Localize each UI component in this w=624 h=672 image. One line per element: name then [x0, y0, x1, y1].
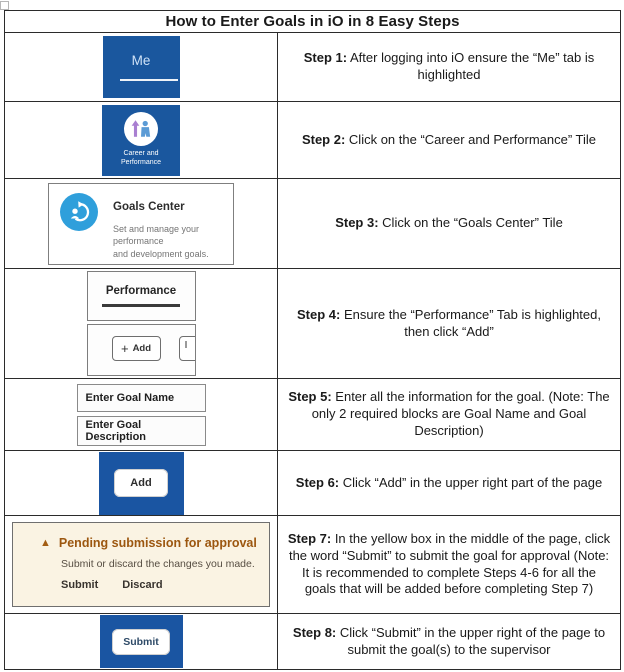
step-5-text: Enter all the information for the goal. … — [311, 389, 610, 438]
step-7-label: Step 7: — [287, 530, 332, 546]
step-6-label: Step 6: — [295, 474, 340, 490]
screenshot-cell-goal-fields: Enter Goal Name Enter Goal Description — [5, 379, 278, 450]
person-cycle-icon — [70, 200, 90, 221]
screenshot-cell-add-button: Add — [5, 451, 278, 515]
screenshot-cell-me-tab: Me — [5, 33, 278, 101]
pending-approval-body: Submit or discard the changes you made. — [61, 558, 255, 570]
plus-icon: + — [120, 341, 129, 356]
screenshot-cell-submit-button: Submit — [5, 614, 278, 669]
step-8-instruction: Step 8: Click “Submit” in the upper righ… — [278, 614, 620, 669]
step-2-text: Click on the “Career and Performance” Ti… — [348, 131, 597, 147]
screenshot-cell-career-tile: Career and Performance — [5, 102, 278, 178]
screenshot-cell-goals-center: Goals Center Set and manage your perform… — [5, 179, 278, 268]
table-row-step-8: Submit Step 8: Click “Submit” in the upp… — [5, 613, 620, 669]
add-button-tile: Add — [98, 451, 184, 515]
screenshot-cell-pending-box: ▲ Pending submission for approval Submit… — [5, 516, 278, 613]
performance-tab-highlight-underline — [102, 304, 180, 307]
step-7-instruction: Step 7: In the yellow box in the middle … — [278, 516, 620, 613]
add-toolbar-box: + Add — [86, 324, 196, 376]
how-to-table: How to Enter Goals in iO in 8 Easy Steps… — [4, 10, 621, 670]
goals-center-description-line2: and development goals. — [113, 248, 209, 259]
step-5-instruction: Step 5: Enter all the information for th… — [278, 379, 620, 450]
goals-center-card: Goals Center Set and manage your perform… — [48, 182, 234, 265]
table-row-step-2: Career and Performance Step 2: Click on … — [5, 101, 620, 178]
career-performance-label: Career and Performance — [120, 150, 162, 166]
goals-center-description: Set and manage your performance and deve… — [113, 223, 233, 261]
performance-tab-box: Performance — [86, 271, 196, 321]
step-4-instruction: Step 4: Ensure the “Performance” Tab is … — [278, 269, 620, 378]
table-row-step-4: Performance + Add Step 4: Ensure the “Pe… — [5, 268, 620, 378]
step-6-text: Click “Add” in the upper right part of t… — [342, 474, 603, 490]
add-button-label: Add — [132, 343, 152, 354]
screenshot-cell-performance-add: Performance + Add — [5, 269, 278, 378]
goals-center-description-line1: Set and manage your performance — [113, 223, 200, 247]
step-1-text: After logging into iO ensure the “Me” ta… — [350, 50, 595, 82]
goals-center-title: Goals Center — [113, 200, 185, 213]
step-6-instruction: Step 6: Click “Add” in the upper right p… — [278, 451, 620, 515]
partial-button — [178, 336, 195, 361]
step-2-instruction: Step 2: Click on the “Career and Perform… — [278, 102, 620, 178]
step-4-text: Ensure the “Performance” Tab is highligh… — [343, 306, 601, 339]
table-row-step-6: Add Step 6: Click “Add” in the upper rig… — [5, 450, 620, 515]
step-1-instruction: Step 1: After logging into iO ensure the… — [278, 33, 620, 101]
page-title: How to Enter Goals in iO in 8 Easy Steps — [165, 13, 460, 30]
submit-button-screenshot: Submit — [112, 628, 170, 655]
step-3-instruction: Step 3: Click on the “Goals Center” Tile — [278, 179, 620, 268]
goal-name-field: Enter Goal Name — [76, 383, 206, 412]
pending-approval-box: ▲ Pending submission for approval Submit… — [12, 522, 270, 607]
performance-tab-label: Performance — [105, 285, 177, 298]
partial-button-mark — [184, 341, 187, 348]
pending-approval-actions: Submit Discard — [61, 579, 259, 591]
growth-person-icon — [131, 120, 151, 138]
step-4-label: Step 4: — [297, 306, 341, 322]
step-3-text: Click on the “Goals Center” Tile — [382, 215, 563, 231]
career-performance-icon — [124, 112, 158, 147]
add-button-screenshot: + Add — [111, 336, 161, 361]
step-1-label: Step 1: — [303, 50, 348, 66]
pending-approval-heading-row: ▲ Pending submission for approval — [40, 536, 259, 550]
goal-description-field: Enter Goal Description — [76, 415, 206, 446]
submit-button-tile: Submit — [99, 615, 183, 668]
step-5-label: Step 5: — [288, 389, 332, 405]
step-8-text: Click “Submit” in the upper right of the… — [339, 624, 606, 657]
me-tab-tile: Me — [102, 36, 180, 98]
career-performance-tile: Career and Performance — [102, 104, 180, 176]
pending-submit-link: Submit — [61, 579, 99, 591]
table-row-step-5: Enter Goal Name Enter Goal Description S… — [5, 378, 620, 450]
table-row-step-7: ▲ Pending submission for approval Submit… — [5, 515, 620, 613]
step-2-label: Step 2: — [301, 131, 346, 147]
goals-center-icon — [60, 192, 98, 231]
pending-approval-heading: Pending submission for approval — [58, 536, 257, 550]
warning-icon: ▲ — [40, 536, 51, 549]
step-7-text: In the yellow box in the middle of the p… — [288, 530, 611, 597]
me-tab-highlight-underline — [120, 78, 178, 82]
step-8-label: Step 8: — [292, 624, 337, 640]
pending-discard-link: Discard — [122, 579, 163, 591]
table-row-step-1: Me Step 1: After logging into iO ensure … — [5, 32, 620, 101]
me-tab-label: Me — [131, 52, 151, 68]
table-row-step-3: Goals Center Set and manage your perform… — [5, 178, 620, 268]
step-3-label: Step 3: — [335, 215, 379, 231]
table-selection-handle — [0, 1, 9, 10]
add-button-large: Add — [114, 469, 168, 497]
